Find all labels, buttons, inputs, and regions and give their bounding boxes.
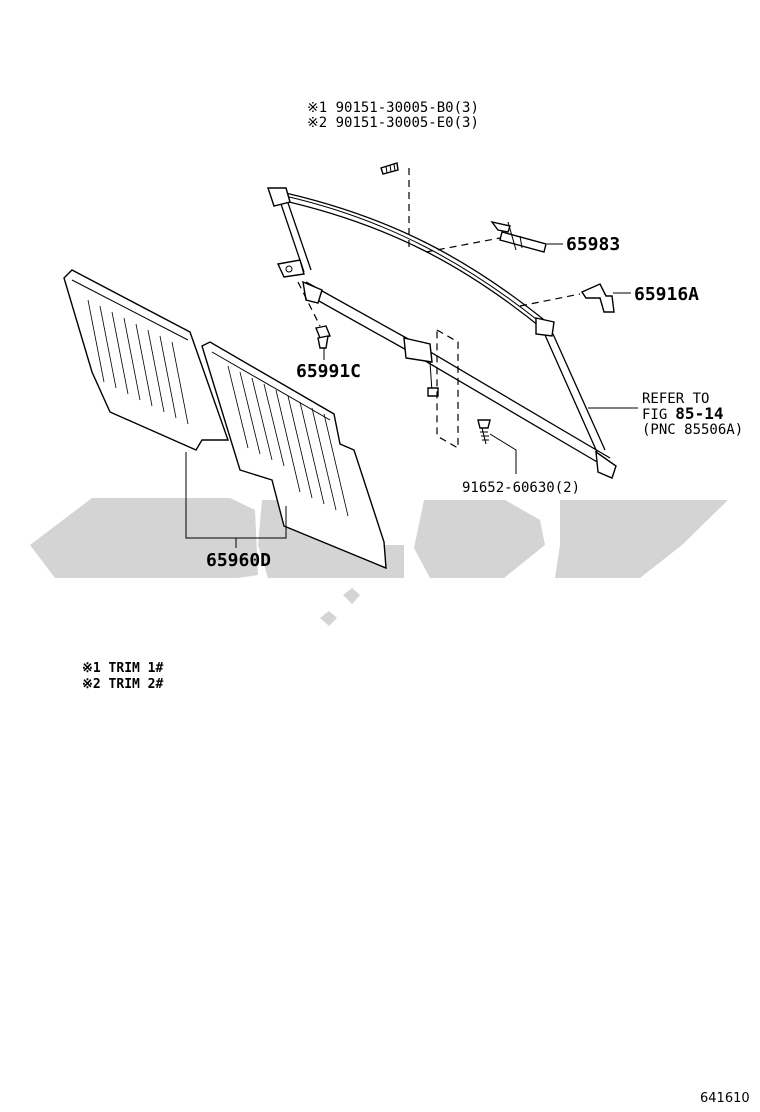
carpet-panel-left [63,269,229,451]
screw-part [380,162,399,175]
leader-65916A [519,293,581,307]
callout-65983: 65983 [566,234,620,255]
refer-fig-prefix: FIG [642,407,667,423]
callout-65916A: 65916A [634,284,699,305]
carpet-panel-right [201,341,387,570]
clip-65983-part [490,220,547,253]
refer-line3: (PNC 85506A) [642,422,743,438]
top-frame-rail [267,187,555,337]
legend-trim2: ※2 TRIM 2# [82,677,164,692]
lower-frame-rail [302,280,617,479]
leader-bolt [489,433,517,474]
callout-65991C: 65991C [296,361,361,382]
note-trim2-part: ※2 90151-30005-E0(3) [307,115,479,131]
right-strut [544,333,606,453]
leader-65983 [425,237,501,253]
legend-trim1: ※1 TRIM 1# [82,661,164,676]
figure-number: 641610 [700,1091,750,1106]
callout-65960D: 65960D [206,550,271,571]
callout-bolt: 91652-60630(2) [462,480,580,496]
left-strut [276,202,312,278]
clip-65991C-part [315,325,331,349]
bracket-65916A-part [580,283,615,313]
refer-fig-number: 85-14 [675,404,723,423]
mid-bracket-dashbox [436,328,459,450]
bolt-part [477,419,491,445]
note-trim1-part: ※1 90151-30005-B0(3) [307,100,479,116]
leader-65991C-dash [297,281,321,327]
refer-line2: FIG 85-14 [642,404,723,423]
refer-line1: REFER TO [642,391,709,407]
